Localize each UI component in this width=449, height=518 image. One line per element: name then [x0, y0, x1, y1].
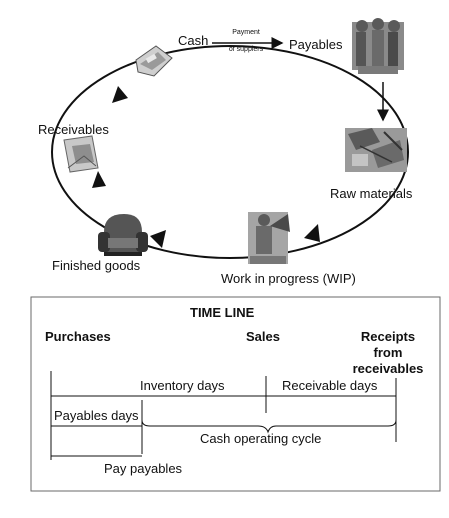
cash-icon — [135, 45, 173, 77]
timeline-box — [30, 296, 441, 492]
raw-materials-label: Raw materials — [330, 186, 413, 201]
cash-cycle-brace — [141, 419, 397, 434]
pay-payables-label: Pay payables — [104, 461, 183, 476]
purchases-label: Purchases — [45, 329, 111, 344]
payment-label-line2: of suppiers — [228, 46, 264, 53]
payment-label-line1: Payment — [232, 29, 260, 36]
raw-materials-icon — [345, 128, 407, 172]
finished-goods-label: Finished goods — [52, 258, 141, 273]
receipts-label-line2: from — [373, 345, 403, 360]
arrow-receivables-to-cash — [112, 86, 128, 103]
wip-label: Work in progress (WIP) — [221, 271, 356, 286]
sales-label: Sales — [246, 329, 280, 344]
payables-days-label: Payables days — [54, 408, 139, 423]
receivables-icon — [63, 135, 99, 173]
cash-label: Cash — [178, 33, 209, 48]
payment-label-second: of suppiers — [214, 46, 278, 54]
receivables-label: Receivables — [38, 122, 109, 137]
arrow-finished-to-receivables — [92, 171, 106, 188]
armchair-icon — [98, 214, 148, 256]
receivable-days-label: Receivable days — [282, 378, 378, 393]
arrow-raw-to-wip — [304, 224, 320, 242]
payment-label: Payment — [214, 29, 278, 37]
cash-operating-cycle-label: Cash operating cycle — [200, 431, 322, 446]
receipts-label-line1: Receipts — [360, 329, 416, 344]
people-group-icon — [352, 18, 404, 74]
payables-label: Payables — [289, 37, 343, 52]
timeline-title: TIME LINE — [190, 305, 255, 320]
inventory-days-label: Inventory days — [140, 378, 225, 393]
cycle-ellipse — [51, 45, 409, 259]
receipts-label-line3: receivables — [352, 361, 424, 376]
wip-icon — [248, 212, 290, 264]
arrow-wip-to-finished — [150, 230, 166, 248]
receipts-label: Receipts from receivables — [342, 329, 434, 377]
